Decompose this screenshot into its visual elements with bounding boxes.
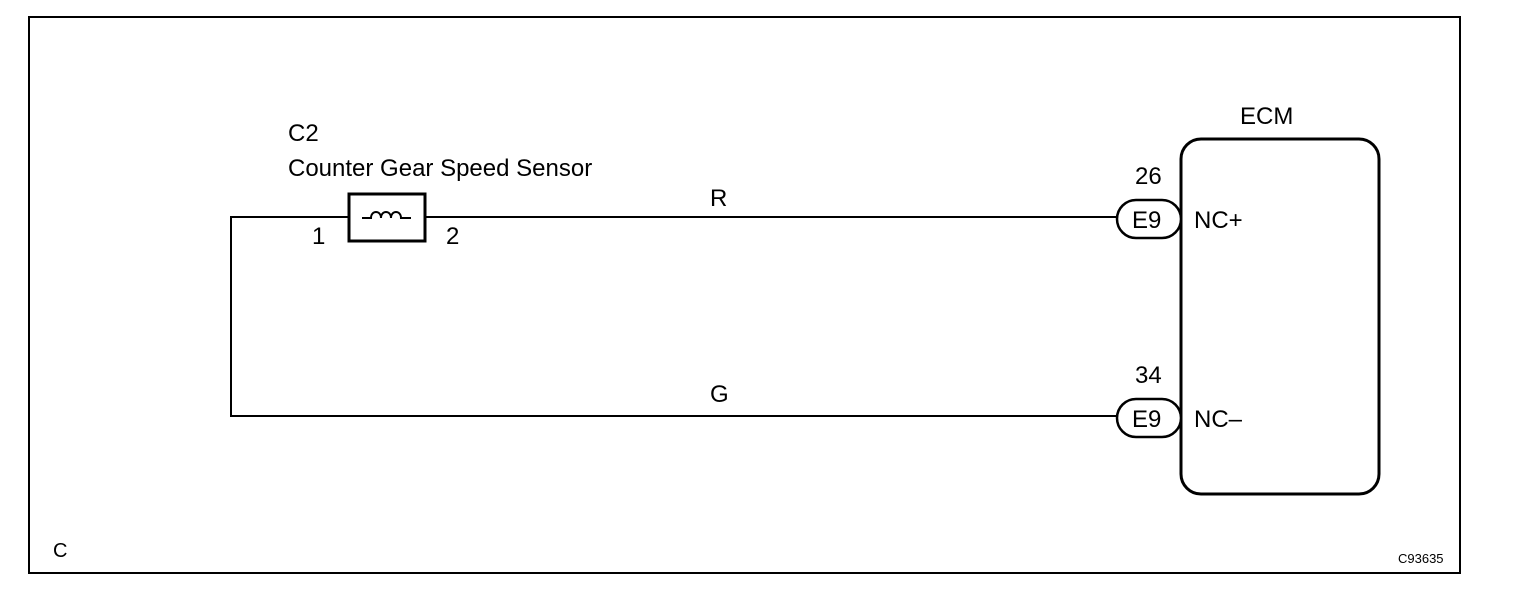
wire-bottom-color-label: G: [710, 381, 729, 408]
ecm-upper-terminal-label: NC+: [1194, 207, 1243, 234]
ecm-lower-terminal-label: NC–: [1194, 406, 1243, 433]
diagram-frame: [28, 16, 1461, 574]
figure-code: C93635: [1398, 551, 1444, 566]
ecm-lower-connector: [1115, 397, 1183, 439]
ecm-upper-connector: [1115, 198, 1183, 240]
ecm-box: [1179, 137, 1381, 496]
wire-left-loop: [230, 216, 1117, 417]
sensor-pin-1: 1: [312, 223, 325, 250]
sensor-pin-2: 2: [446, 223, 459, 250]
ecm-upper-connector-label: E9: [1132, 207, 1161, 234]
coil-icon: [362, 211, 411, 219]
ecm-upper-pin-number: 26: [1135, 163, 1162, 190]
sensor-name-label: Counter Gear Speed Sensor: [288, 155, 592, 182]
corner-letter: C: [53, 540, 67, 562]
ecm-lower-pin-number: 34: [1135, 362, 1162, 389]
wire-top-color-label: R: [710, 185, 727, 212]
ecm-lower-connector-label: E9: [1132, 406, 1161, 433]
ecm-title: ECM: [1240, 103, 1293, 130]
sensor-connector-label: C2: [288, 120, 319, 147]
sensor-body: [347, 192, 427, 243]
speed-sensor: [347, 192, 427, 243]
